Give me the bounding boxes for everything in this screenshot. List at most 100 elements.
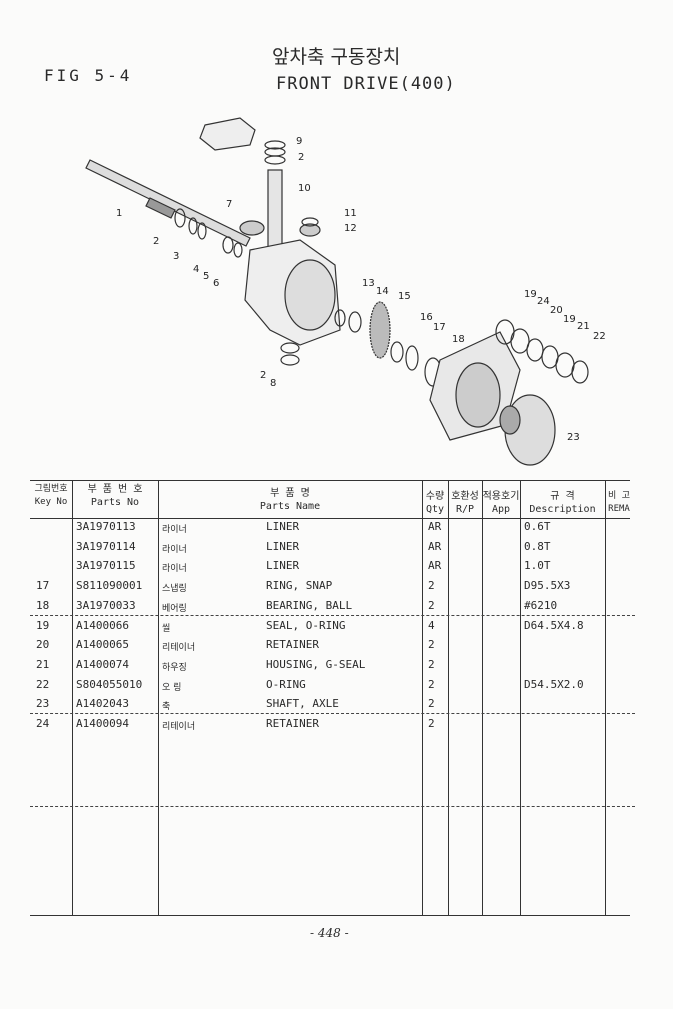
callout: 8	[270, 378, 276, 389]
callout: 2	[153, 236, 159, 247]
part-name-korean: 씰	[162, 623, 171, 634]
part-number: A1400074	[76, 657, 129, 671]
callout: 23	[567, 432, 580, 443]
part-name: SEAL, O-RING	[266, 618, 346, 632]
title-english: FRONT DRIVE(400)	[276, 74, 456, 94]
part-name-korean: 스냅링	[162, 584, 187, 595]
key-no: 22	[36, 677, 50, 691]
key-no: 20	[36, 638, 50, 652]
description: 0.8T	[524, 539, 551, 553]
callout: 5	[203, 271, 209, 282]
callout: 2	[298, 152, 304, 163]
key-no: 19	[36, 618, 50, 632]
description: 0.6T	[524, 520, 551, 533]
callout: 13	[362, 278, 375, 289]
quantity: AR	[428, 559, 442, 573]
part-number: 3A1970033	[76, 598, 136, 612]
part-number: A1402043	[76, 697, 129, 711]
part-number: S804055010	[76, 677, 143, 691]
part-name-korean: 라이너	[162, 544, 187, 555]
key-no: 17	[36, 579, 50, 593]
bevel-gear	[369, 301, 391, 359]
quantity: 2	[428, 657, 435, 671]
callout: 24	[537, 296, 550, 307]
callout: 18	[452, 334, 465, 345]
callout: 7	[226, 199, 232, 210]
description: D64.5X4.8	[524, 618, 584, 632]
callout: 2	[260, 370, 266, 381]
quantity: AR	[428, 520, 442, 533]
part-name: RING, SNAP	[266, 579, 333, 593]
quantity: 2	[428, 717, 435, 730]
part-number: S811090001	[76, 579, 143, 593]
part-number: A1400066	[76, 618, 129, 632]
callout: 11	[344, 208, 357, 219]
key-no: 21	[36, 657, 50, 671]
part-name: HOUSING, G-SEAL	[266, 657, 366, 671]
title-korean: 앞차축 구동장치	[272, 46, 401, 68]
part-name: SHAFT, AXLE	[266, 697, 339, 711]
quantity: 2	[428, 579, 435, 593]
callout: 16	[420, 312, 433, 323]
callout: 3	[173, 251, 179, 262]
part-number: 3A1970115	[76, 559, 136, 573]
part-name: O-RING	[266, 677, 306, 691]
quantity: 2	[428, 677, 435, 691]
callout: 19	[524, 289, 537, 300]
callout: 9	[296, 136, 302, 147]
callout-labels: 1 2 3 4 5 6 7 8 2 9 2 10 11 12 13 14 15 …	[116, 136, 606, 443]
part-name-korean: 라이너	[162, 564, 187, 575]
callout: 10	[298, 183, 311, 194]
part-name-korean: 리테이너	[162, 722, 196, 732]
page-number: - 448 -	[310, 926, 349, 940]
callout: 12	[344, 223, 357, 234]
description: #6210	[524, 598, 558, 612]
top-cover	[199, 117, 256, 151]
description: D54.5X2.0	[524, 677, 584, 691]
quantity: 2	[428, 598, 435, 612]
callout: 1	[116, 208, 122, 219]
part-name-korean: 베어링	[162, 603, 187, 614]
part-name-korean: 오 링	[162, 682, 182, 693]
callout: 20	[550, 305, 563, 316]
description: 1.0T	[524, 559, 551, 573]
part-number: A1400094	[76, 717, 129, 730]
key-no: 23	[36, 697, 50, 711]
callout: 17	[433, 322, 446, 333]
callout: 19	[563, 314, 576, 325]
callout: 22	[593, 331, 606, 342]
quantity: 2	[428, 638, 435, 652]
quantity: 2	[428, 697, 435, 711]
part-name-korean: 리테이너	[162, 643, 196, 654]
part-name-korean: 라이너	[162, 525, 187, 535]
quantity: AR	[428, 539, 442, 553]
key-no: 18	[36, 598, 50, 612]
part-name: BEARING, BALL	[266, 598, 353, 612]
part-name: LINER	[266, 559, 300, 573]
quantity: 4	[428, 618, 435, 632]
description: D95.5X3	[524, 579, 571, 593]
part-name: LINER	[266, 539, 300, 553]
part-number: 3A1970114	[76, 539, 136, 553]
callout: 21	[577, 321, 590, 332]
callout: 15	[398, 291, 411, 302]
part-name: RETAINER	[266, 717, 319, 730]
figure-number: FIG 5-4	[44, 66, 133, 85]
part-number: A1400065	[76, 638, 129, 652]
part-name: RETAINER	[266, 638, 319, 652]
callout: 6	[213, 278, 219, 289]
part-name-korean: 하우징	[162, 662, 187, 673]
part-name: LINER	[266, 520, 300, 533]
part-number: 3A1970113	[76, 520, 136, 533]
callout: 14	[376, 286, 389, 297]
callout: 4	[193, 264, 199, 275]
